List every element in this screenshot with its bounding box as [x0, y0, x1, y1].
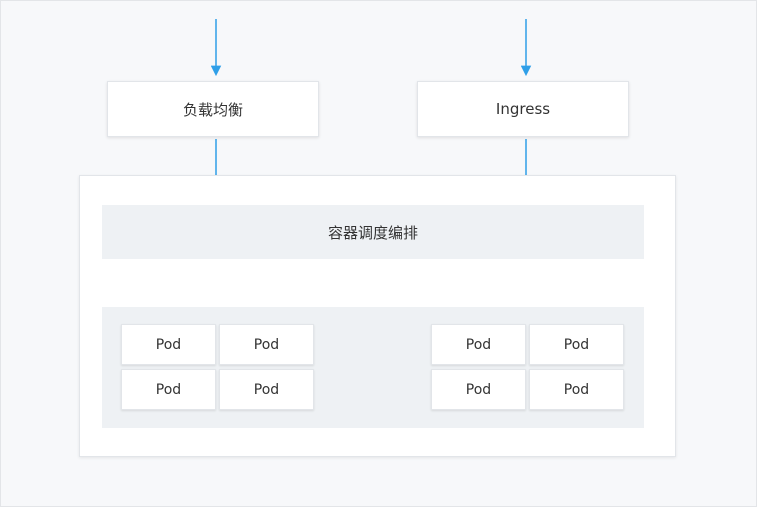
- pod-label: Pod: [253, 381, 280, 398]
- scheduler-band: 容器调度编排: [102, 205, 644, 259]
- load-balancer-label: 负载均衡: [182, 100, 243, 119]
- pod-label: Pod: [253, 336, 280, 353]
- pod-box: Pod: [121, 369, 216, 410]
- pod-box: Pod: [219, 324, 314, 365]
- pod-box: Pod: [529, 324, 624, 365]
- pod-label: Pod: [563, 336, 590, 353]
- pod-label: Pod: [465, 381, 492, 398]
- ingress-label: Ingress: [495, 100, 551, 118]
- pod-box: Pod: [219, 369, 314, 410]
- pod-label: Pod: [563, 381, 590, 398]
- pod-box: Pod: [431, 324, 526, 365]
- pod-box: Pod: [529, 369, 624, 410]
- pod-box: Pod: [121, 324, 216, 365]
- ingress-box: Ingress: [417, 81, 629, 137]
- pod-label: Pod: [465, 336, 492, 353]
- scheduler-label: 容器调度编排: [327, 223, 418, 242]
- pod-label: Pod: [155, 381, 182, 398]
- pod-label: Pod: [155, 336, 182, 353]
- pod-box: Pod: [431, 369, 526, 410]
- load-balancer-box: 负载均衡: [107, 81, 319, 137]
